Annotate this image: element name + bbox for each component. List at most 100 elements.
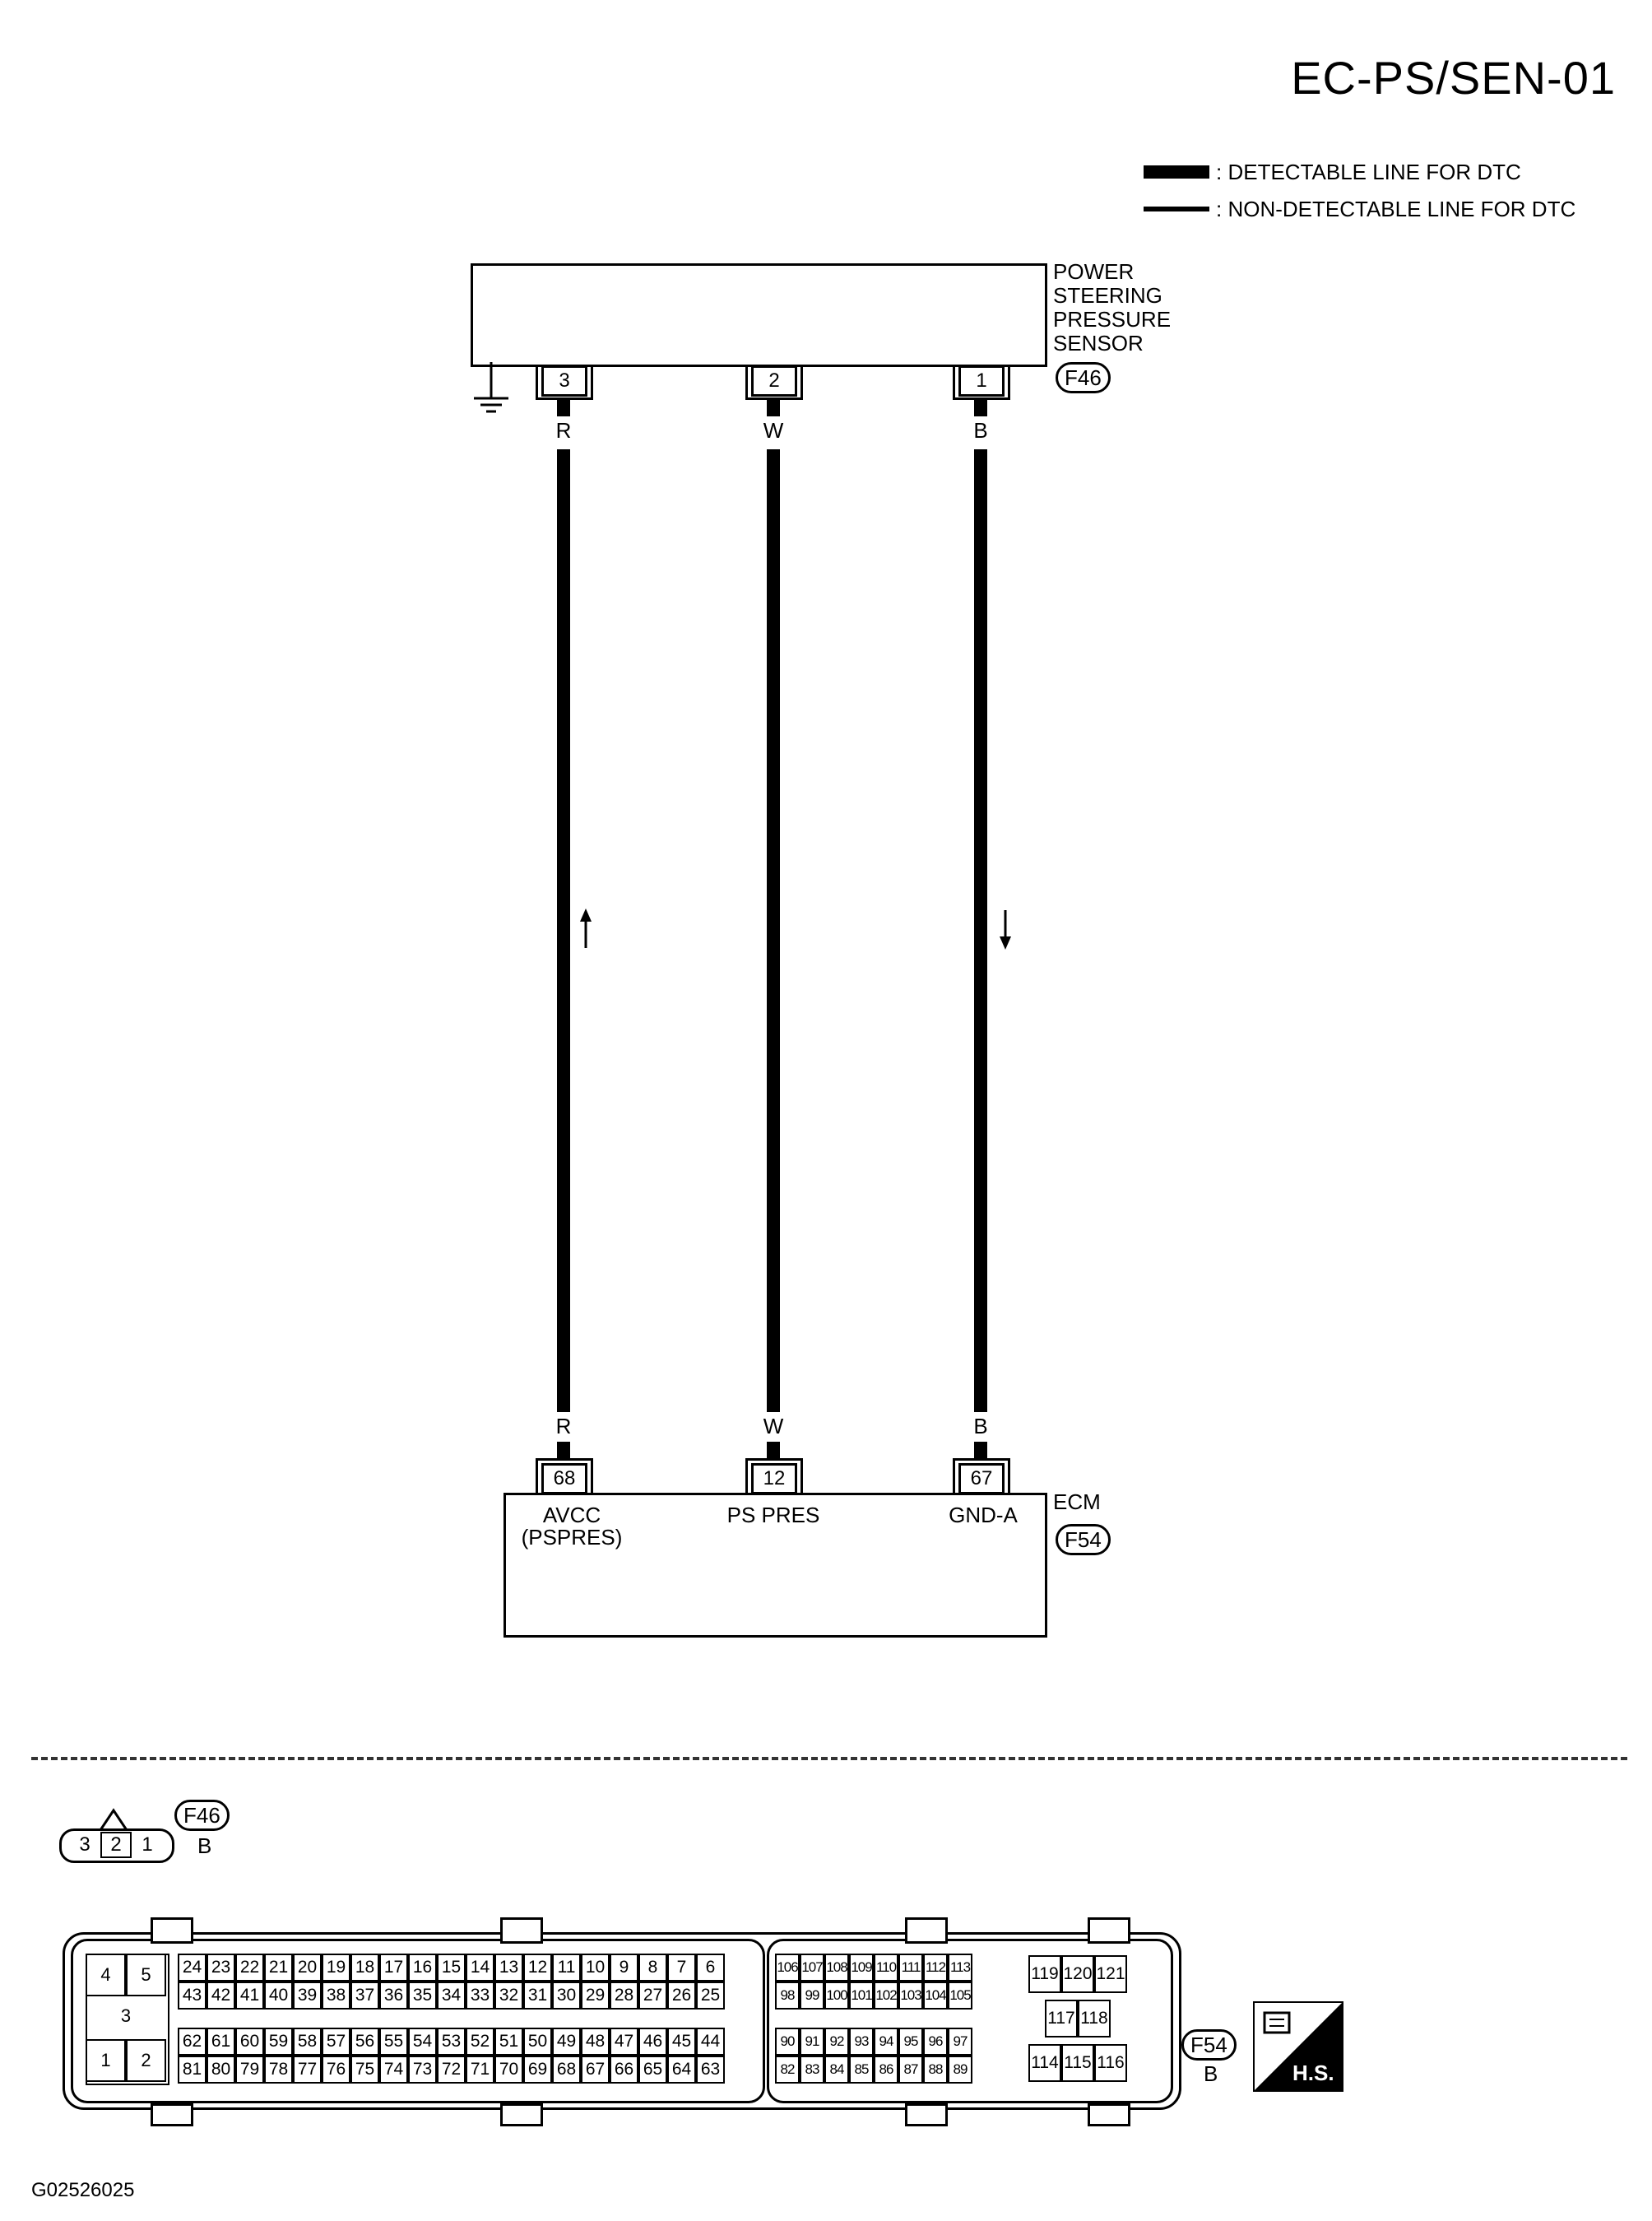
ecm-pin-67: 67 <box>958 1463 1005 1494</box>
f54-pin: 11 <box>552 1954 581 1982</box>
pin-housing <box>953 365 1010 400</box>
f46-key-icon <box>99 1808 128 1831</box>
sensor-pin-2: 2 <box>751 365 797 397</box>
pin-housing <box>745 1458 803 1494</box>
f54-pin: 20 <box>293 1954 322 1982</box>
f54-pin: 102 <box>874 1982 898 2010</box>
wire-w <box>767 449 780 1412</box>
latch <box>151 1917 193 1944</box>
f54-pin: 106 <box>775 1954 800 1982</box>
f54-pin: 92 <box>824 2028 849 2056</box>
wire-stub <box>767 1442 780 1458</box>
f54-face-color: B <box>1204 2061 1218 2086</box>
f54-pin: 113 <box>948 1954 972 1982</box>
f54-pin: 64 <box>667 2056 696 2084</box>
f54-pin: 58 <box>293 2028 322 2056</box>
sensor-pin-1: 1 <box>958 365 1005 397</box>
f54-pin: 97 <box>948 2028 972 2056</box>
f54-pin: 1 <box>86 2039 126 2082</box>
f54-pin: 96 <box>923 2028 948 2056</box>
latch <box>905 1917 948 1944</box>
f54-pin: 59 <box>264 2028 293 2056</box>
f54-pin: 119 <box>1028 1955 1061 1993</box>
f54-pin: 42 <box>206 1982 235 2010</box>
sensor-pin-3: 3 <box>541 365 587 397</box>
wire-color-label: B <box>973 418 988 443</box>
latch <box>1088 1917 1130 1944</box>
pin-housing <box>536 365 593 400</box>
f54-pin: 103 <box>898 1982 923 2010</box>
legend-detectable-label: : DETECTABLE LINE FOR DTC <box>1216 160 1521 184</box>
f54-pin: 3 <box>120 2005 132 2026</box>
f54-pin: 39 <box>293 1982 322 2010</box>
f54-main-housing <box>71 1939 765 2103</box>
f54-pin: 22 <box>235 1954 264 1982</box>
f54-pin: 77 <box>293 2056 322 2084</box>
hs-label: H.S. <box>1292 2061 1334 2085</box>
f54-pin: 35 <box>408 1982 437 2010</box>
f54-pin: 33 <box>466 1982 494 2010</box>
ecm-label: ECM <box>1053 1489 1101 1514</box>
page-title: EC-PS/SEN-01 <box>1291 52 1616 104</box>
f54-pin: 43 <box>178 1982 206 2010</box>
f54-pin: 30 <box>552 1982 581 2010</box>
latch <box>905 2103 948 2126</box>
f54-pin: 110 <box>874 1954 898 1982</box>
f54-pin: 93 <box>849 2028 874 2056</box>
f46-face-pin: 2 <box>100 1832 132 1858</box>
latch <box>500 2103 543 2126</box>
pin-housing <box>953 1458 1010 1494</box>
figure-id: G02526025 <box>31 2179 135 2201</box>
f54-pin: 67 <box>581 2056 610 2084</box>
f54-pin: 17 <box>379 1954 408 1982</box>
f54-pin: 90 <box>775 2028 800 2056</box>
f54-pin: 95 <box>898 2028 923 2056</box>
f54-pin: 71 <box>466 2056 494 2084</box>
f54-pin: 88 <box>923 2056 948 2084</box>
harness-side-icon: H.S. <box>1253 2001 1343 2092</box>
f54-pin: 117 <box>1045 2000 1078 2037</box>
f54-pin: 50 <box>523 2028 552 2056</box>
wire-color-label: W <box>763 418 784 443</box>
f54-pin: 8 <box>638 1954 667 1982</box>
f46-face-badge: F46 <box>174 1800 230 1831</box>
signal-arrow-up-icon <box>580 908 592 948</box>
f54-pin: 78 <box>264 2056 293 2084</box>
f54-pin: 25 <box>696 1982 725 2010</box>
sensor-name-line: POWER <box>1053 259 1135 284</box>
ecm-box <box>503 1493 1047 1638</box>
sensor-name-line: STEERING <box>1053 283 1162 308</box>
f54-pin: 38 <box>322 1982 350 2010</box>
f54-pin: 4 <box>86 1954 126 1996</box>
wire-color-label: W <box>763 1414 784 1438</box>
pin-housing <box>745 365 803 400</box>
f54-pin: 18 <box>350 1954 379 1982</box>
f54-pin: 29 <box>581 1982 610 2010</box>
f54-connector-face <box>63 1932 1181 2110</box>
f54-face-badge: F54 <box>1181 2029 1237 2061</box>
f54-pin: 85 <box>849 2056 874 2084</box>
f54-pin: 70 <box>494 2056 523 2084</box>
f54-pin: 56 <box>350 2028 379 2056</box>
wire-color-label: B <box>973 1414 988 1438</box>
f54-pin: 40 <box>264 1982 293 2010</box>
f54-pin: 46 <box>638 2028 667 2056</box>
f54-pin: 13 <box>494 1954 523 1982</box>
f54-pin: 87 <box>898 2056 923 2084</box>
f54-pin: 121 <box>1094 1955 1127 1993</box>
f54-pin: 14 <box>466 1954 494 1982</box>
f54-pin: 19 <box>322 1954 350 1982</box>
f54-pin: 24 <box>178 1954 206 1982</box>
latch <box>151 2103 193 2126</box>
f54-pin: 109 <box>849 1954 874 1982</box>
f54-pin: 61 <box>206 2028 235 2056</box>
f54-pin: 66 <box>610 2056 638 2084</box>
f54-pin: 76 <box>322 2056 350 2084</box>
sensor-name: POWER STEERING PRESSURE SENSOR <box>1053 260 1171 355</box>
f54-pin: 21 <box>264 1954 293 1982</box>
wire-stub <box>557 400 570 416</box>
f54-pin: 94 <box>874 2028 898 2056</box>
wire-color-label: R <box>555 418 572 443</box>
wire-stub <box>767 400 780 416</box>
f46-face-pin: 3 <box>79 1833 90 1856</box>
